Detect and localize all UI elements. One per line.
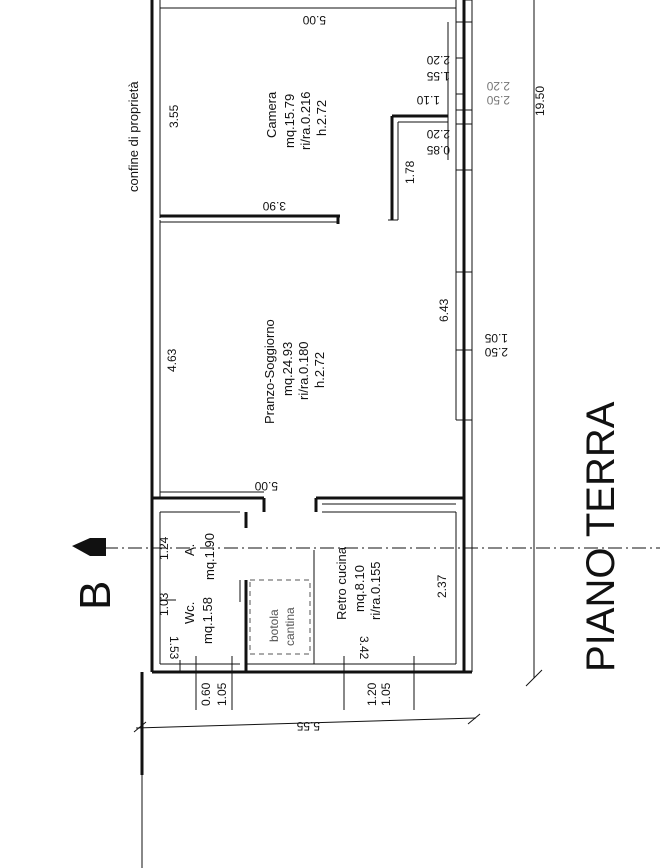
dim-door2-b: 1.05 [379, 682, 393, 706]
dim-door1-a: 0.60 [199, 682, 213, 706]
ante-area: mq.1.90 [202, 533, 217, 580]
dim-camera-mid: 1.10 [416, 93, 440, 107]
total-length-label: 19.50 [533, 86, 547, 116]
pranzo-window [455, 272, 472, 421]
partition-camera-pranzo [160, 214, 340, 224]
botola-outline [249, 579, 311, 655]
botola-line2: cantina [283, 607, 297, 646]
retro-ratio: ri/ra.0.155 [368, 561, 383, 620]
pranzo-ratio: ri/ra.0.180 [296, 341, 311, 400]
camera-windows [447, 21, 472, 273]
dim-pranzo-length: 6.43 [437, 298, 451, 322]
total-width-line [135, 717, 477, 729]
dim-pranzo-win-w: 1.05 [484, 331, 508, 345]
pranzo-height: h.2.72 [312, 352, 327, 388]
dim-camera-ext-h: 2.20 [486, 79, 510, 93]
dim-door1-b: 1.05 [215, 682, 229, 706]
dim-camera-win2-w: 0.85 [426, 143, 450, 157]
partition-pranzo-service [152, 491, 464, 512]
dim-camera-depth: 3.55 [167, 104, 181, 128]
drawing-title: PIANO TERRA [579, 401, 623, 672]
dim-camera-ext-w: 2.50 [486, 93, 510, 107]
outer-walls [140, 0, 473, 775]
camera-name: Camera [264, 91, 279, 138]
dim-wc-width: 1.53 [167, 636, 181, 660]
retro-name: Retro cucina [334, 546, 349, 620]
camera-area: mq.15.79 [282, 94, 297, 148]
pranzo-area: mq.24.93 [280, 342, 295, 396]
bottom-openings [195, 656, 415, 710]
camera-height: h.2.72 [314, 100, 329, 136]
dim-ante-depth: 1.24 [157, 536, 171, 560]
section-letter: B [71, 581, 120, 610]
ante-name: A. [182, 544, 197, 556]
botola-line1: botola [267, 609, 281, 642]
top-wall-strip [160, 0, 472, 22]
dim-camera-win2-h: 2.20 [426, 127, 450, 141]
dim-wc-depth: 1.03 [157, 592, 171, 616]
dim-door2-a: 1.20 [365, 682, 379, 706]
dim-pranzo-depth: 4.63 [165, 348, 179, 372]
dim-camera-side: 1.78 [403, 160, 417, 184]
service-walls [159, 511, 457, 672]
dim-camera-win1-w: 1.55 [426, 69, 450, 83]
dim-camera-width: 5.00 [302, 13, 326, 27]
dim-camera-lower: 3.90 [262, 199, 286, 213]
total-width-label: 5.55 [296, 719, 320, 733]
dim-camera-win1-h: 2.20 [426, 53, 450, 67]
wc-name: Wc. [182, 602, 197, 624]
dim-pranzo-win-h: 2.50 [484, 345, 508, 359]
pranzo-name: Pranzo-Soggiorno [262, 319, 277, 424]
boundary-label: confine di proprietà [126, 81, 141, 192]
width-tick-left [133, 721, 147, 733]
section-arrow-icon [72, 538, 106, 556]
camera-closet-wall [388, 114, 448, 221]
dim-retro-depth: 2.37 [435, 574, 449, 598]
dim-pranzo-width: 5.00 [254, 479, 278, 493]
dim-retro-width: 3.42 [357, 636, 371, 660]
total-length-tick [525, 669, 543, 687]
width-tick-right [467, 713, 481, 725]
wc-area: mq.1.58 [200, 597, 215, 644]
retro-area: mq.8.10 [352, 565, 367, 612]
camera-ratio: ri/ra.0.216 [298, 91, 313, 150]
